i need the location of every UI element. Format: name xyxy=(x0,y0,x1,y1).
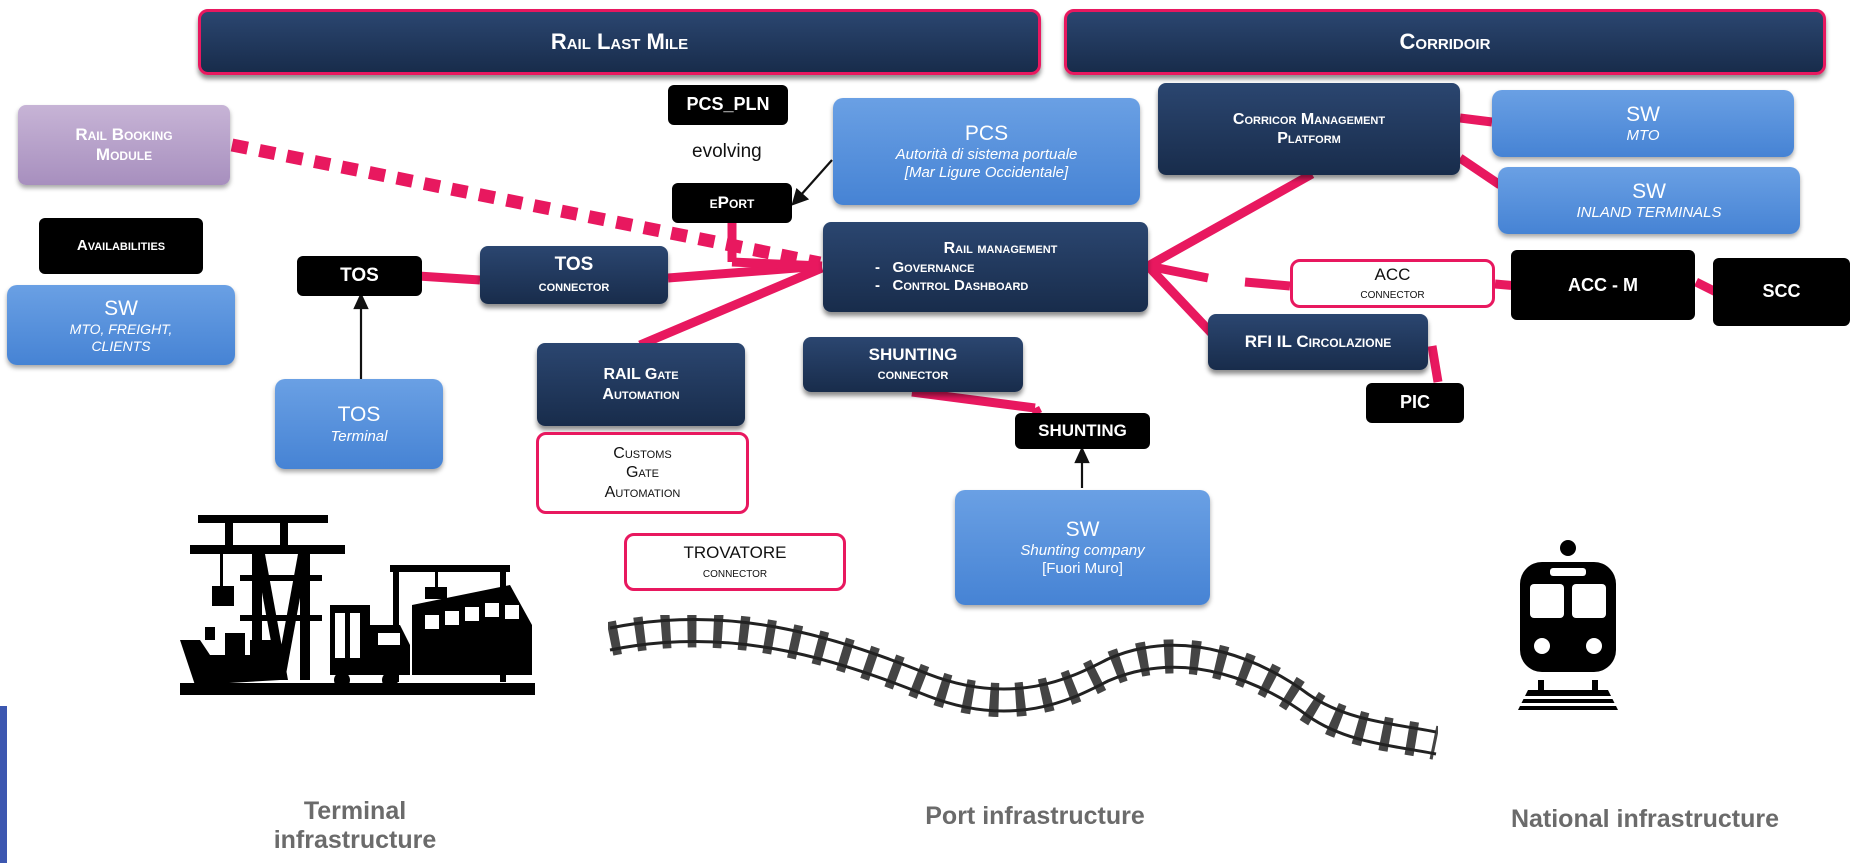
sw-shunting-company-box[interactable]: SW Shunting company [Fuori Muro] xyxy=(955,490,1210,605)
acc-connector-line1: ACC xyxy=(1374,264,1411,284)
pcs-title: PCS xyxy=(964,121,1009,145)
corridor-mgmt-line1: Corricor Management xyxy=(1232,110,1386,128)
link-tos-tosconnector xyxy=(417,271,481,285)
terminal-line2: infrastructure xyxy=(273,826,437,854)
train-icon xyxy=(1518,540,1618,710)
link-railmgmt-corridor xyxy=(1145,170,1315,270)
customs-gate-automation-box[interactable]: Customs Gate Automation xyxy=(536,432,749,514)
sw-shunting-sub: Shunting company xyxy=(1020,542,1145,560)
acc-connector-line2: connector xyxy=(1360,285,1425,302)
link-tosconnector-railmgmt xyxy=(667,261,823,283)
shunting-connector-box[interactable]: SHUNTING connector xyxy=(803,337,1023,392)
tos-box[interactable]: TOS xyxy=(297,256,422,296)
rail-management-governance: Governance xyxy=(875,259,1028,277)
scc-label: SCC xyxy=(1762,281,1801,302)
rail-last-mile-banner: Rail Last Mile xyxy=(198,9,1041,75)
rfi-label: RFI IL Circolazione xyxy=(1244,331,1392,351)
rail-management-dashboard: Control Dashboard xyxy=(875,277,1029,295)
customs-line3: Automation xyxy=(604,483,681,501)
sw-clients-sub2: CLIENTS xyxy=(91,337,151,354)
corridor-mgmt-line2: Platform xyxy=(1277,130,1341,147)
tos-terminal-sub: Terminal xyxy=(330,427,388,445)
link-railmgmt-acc xyxy=(1147,261,1209,283)
rail-booking-line1: Rail Booking xyxy=(75,124,173,144)
trovatore-line1: TROVATORE xyxy=(683,543,787,563)
national-infrastructure-label: National infrastructure xyxy=(1510,805,1780,833)
rail-gate-automation-box[interactable]: RAIL Gate Automation xyxy=(537,343,745,426)
left-edge-bar xyxy=(0,706,7,863)
terminal-infrastructure-label: Terminal infrastructure xyxy=(255,797,455,855)
sw-clients-sub1: MTO, FREIGHT, xyxy=(69,320,173,337)
shunting-label: SHUNTING xyxy=(1038,420,1127,440)
rail-last-mile-label: Rail Last Mile xyxy=(550,28,689,54)
acc-m-box[interactable]: ACC - M xyxy=(1511,250,1695,320)
link-eport-railmgmt-b xyxy=(731,257,823,271)
link-corridor-swmto xyxy=(1459,113,1493,127)
rfi-circolazione-box[interactable]: RFI IL Circolazione xyxy=(1208,314,1428,370)
arrow-pcs-eport xyxy=(799,159,833,197)
railway-track-icon xyxy=(608,615,1438,775)
pcs-sub2: [Mar Ligure Occidentale] xyxy=(904,164,1069,182)
shunting-connector-line1: SHUNTING xyxy=(868,345,958,365)
eport-box[interactable]: ePort xyxy=(672,183,792,223)
availabilities-box[interactable]: Availabilities xyxy=(39,218,203,274)
link-shuntconn-shunting xyxy=(911,387,1036,413)
eport-label: ePort xyxy=(709,192,755,212)
rail-management-box[interactable]: Rail management Governance Control Dashb… xyxy=(823,222,1148,312)
customs-line1: Customs xyxy=(613,445,672,463)
sw-shunting-title: SW xyxy=(1065,517,1100,541)
port-infrastructure-label: Port infrastructure xyxy=(925,802,1145,830)
terminal-line1: Terminal xyxy=(303,797,407,825)
evolving-label: evolving xyxy=(692,141,762,162)
tos-terminal-box[interactable]: TOS Terminal xyxy=(275,379,443,469)
link-rfi-pic xyxy=(1427,345,1443,383)
link-corridor-swinland xyxy=(1457,154,1503,189)
port-terminal-icon xyxy=(180,515,535,695)
sw-inland-sub: INLAND TERMINALS xyxy=(1576,204,1722,222)
pcs-box[interactable]: PCS Autorità di sistema portuale [Mar Li… xyxy=(833,98,1140,205)
sw-shunting-sub2: [Fuori Muro] xyxy=(1042,560,1123,578)
pic-label: PIC xyxy=(1399,392,1430,413)
sw-inland-title: SW xyxy=(1632,179,1666,203)
rail-booking-line2: Module xyxy=(95,145,153,164)
pcs-sub1: Autorità di sistema portuale xyxy=(895,146,1078,164)
availabilities-label: Availabilities xyxy=(76,237,166,254)
rail-booking-module-box[interactable]: Rail Booking Module xyxy=(18,105,230,185)
sw-mto-title: SW xyxy=(1626,102,1660,126)
tos-label: TOS xyxy=(340,264,379,286)
pcs-pln-label: PCS_PLN xyxy=(686,94,770,115)
rail-gate-line1: RAIL Gate xyxy=(603,366,679,384)
sw-mto-box[interactable]: SW MTO xyxy=(1492,90,1794,157)
rail-management-list: Governance Control Dashboard xyxy=(853,259,1029,295)
tos-connector-line1: TOS xyxy=(554,254,594,275)
rail-management-title: Rail management xyxy=(943,240,1058,258)
tos-connector-box[interactable]: TOS connector xyxy=(480,246,668,304)
trovatore-connector-box[interactable]: TROVATORE connector xyxy=(624,533,846,591)
sw-mto-sub: MTO xyxy=(1626,127,1660,145)
tos-connector-line2: connector xyxy=(538,277,610,295)
acc-m-label: ACC - M xyxy=(1568,275,1638,295)
sw-clients-title: SW xyxy=(104,296,138,320)
acc-connector-box[interactable]: ACC connector xyxy=(1290,259,1495,308)
sw-clients-box[interactable]: SW MTO, FREIGHT, CLIENTS xyxy=(7,285,235,365)
shunting-connector-line2: connector xyxy=(877,365,949,383)
link-acc-gap xyxy=(1244,277,1291,291)
corridor-banner: Corridoir xyxy=(1064,9,1826,75)
scc-box[interactable]: SCC xyxy=(1713,258,1850,326)
trovatore-line2: connector xyxy=(702,563,768,580)
corridor-label: Corridoir xyxy=(1399,28,1491,54)
shunting-box[interactable]: SHUNTING xyxy=(1015,413,1150,449)
tos-terminal-title: TOS xyxy=(337,403,381,427)
corridor-management-platform-box[interactable]: Corricor Management Platform xyxy=(1158,83,1460,175)
customs-line2: Gate xyxy=(625,464,660,482)
sw-inland-terminals-box[interactable]: SW INLAND TERMINALS xyxy=(1498,167,1800,234)
rail-gate-line2: Automation xyxy=(602,385,680,403)
pcs-pln-box[interactable]: PCS_PLN xyxy=(668,85,788,125)
pic-box[interactable]: PIC xyxy=(1366,383,1464,423)
